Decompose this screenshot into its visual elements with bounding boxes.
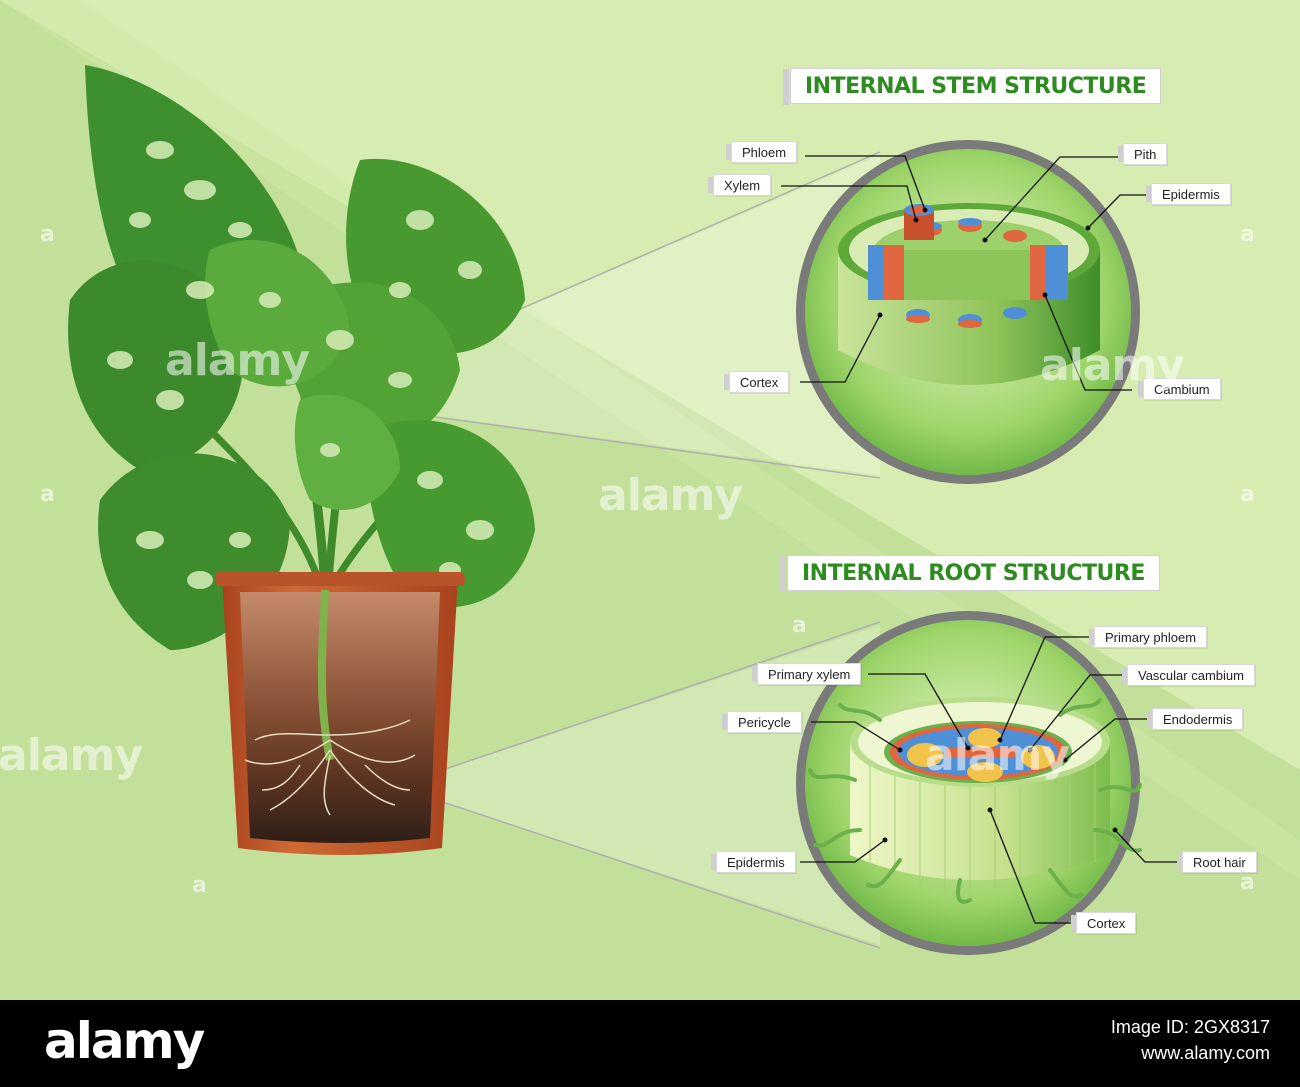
label-root-root-hair: Root hair [1177,851,1257,873]
label-stem-pith: Pith [1117,143,1168,165]
root-system [244,719,416,816]
watermark-center: alamy [598,470,743,521]
watermark-a-2: a [40,482,55,507]
watermark-stem: alamy [1040,340,1185,391]
watermark-a-7: a [1240,870,1255,895]
label-stem-cortex: Cortex [723,371,790,393]
soil [240,592,440,843]
stem-zoom-cone [312,155,880,475]
footer-url: www.alamy.com [1141,1043,1270,1063]
stem-cross-section [796,140,1140,484]
watermark-root: alamy [925,730,1070,781]
label-root-primary-phloem: Primary phloem [1088,626,1208,648]
potted-plant [68,65,535,855]
footer-image-id-text: Image ID: 2GX8317 [1110,1017,1270,1037]
label-stem-phloem: Phloem [725,141,798,163]
watermark-a-3: a [192,873,207,898]
diagram-canvas: INTERNAL STEM STRUCTURE INTERNAL ROOT ST… [0,0,1300,1000]
label-root-epidermis: Epidermis [711,851,796,873]
watermark-left: alamy [0,730,143,781]
root-leader-lines [800,636,1182,924]
watermark-a-6: a [792,613,807,638]
label-root-cortex: Cortex [1070,912,1137,934]
label-stem-xylem: Xylem [707,174,772,196]
stem-leader-lines [781,155,1150,391]
leaf-cluster [68,65,535,650]
root-cross-section [796,611,1142,955]
label-root-primary-xylem: Primary xylem [751,663,862,685]
watermark-a-5: a [1240,482,1255,507]
stem-title: INTERNAL STEM STRUCTURE [782,68,1162,105]
label-stem-cambium: Cambium [1138,378,1221,400]
root-title: INTERNAL ROOT STRUCTURE [780,555,1160,592]
label-root-endodermis: Endodermis [1146,708,1244,730]
label-stem-epidermis: Epidermis [1146,183,1231,205]
stock-footer: alamy Image ID: 2GX8317 www.alamy.com [0,1000,1300,1087]
label-root-pericycle: Pericycle [722,711,802,733]
watermark-a-4: a [1240,222,1255,247]
watermark-a-1: a [40,222,55,247]
footer-image-id: Image ID: 2GX8317 www.alamy.com [1111,1014,1270,1066]
watermark-top: alamy [165,335,310,386]
label-root-vascular-cambium: Vascular cambium [1122,664,1255,686]
footer-logo: alamy [44,1012,205,1070]
